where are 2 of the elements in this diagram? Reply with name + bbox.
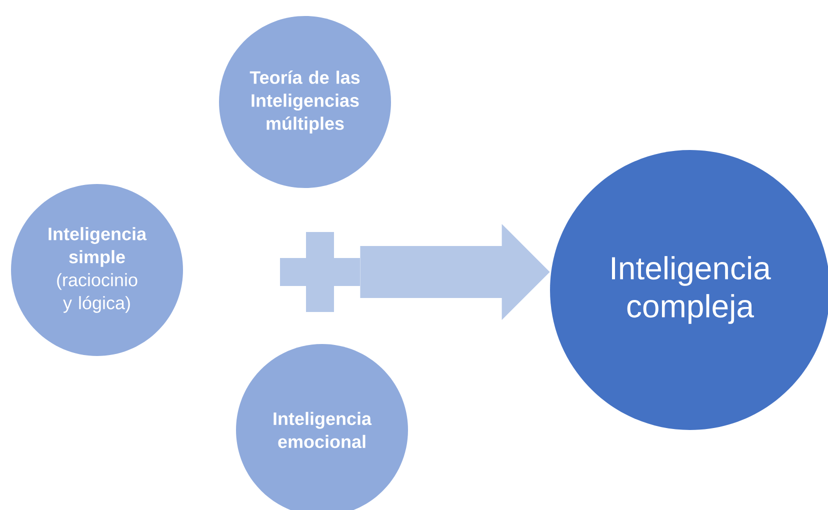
block-arrow: [360, 224, 550, 320]
plus-sign: [280, 232, 360, 312]
